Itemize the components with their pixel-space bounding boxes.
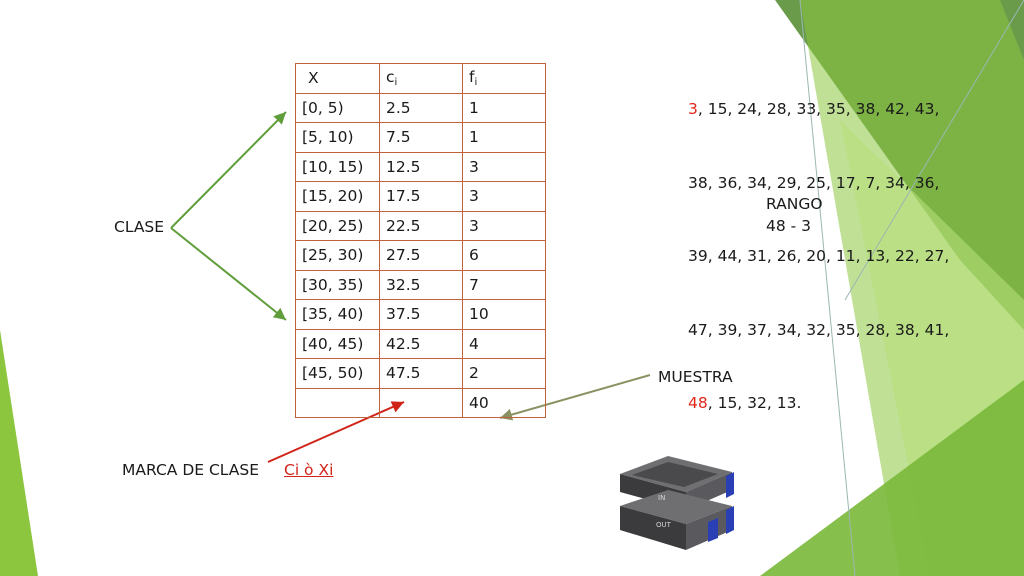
- cell-class-mark: 22.5: [379, 210, 463, 241]
- bg-line: [844, 0, 1024, 301]
- cell-frequency: 3: [462, 181, 546, 212]
- cell-interval: [20, 25): [295, 210, 380, 241]
- tray-in-label: IN: [658, 494, 665, 502]
- cell-interval: [15, 20): [295, 181, 380, 212]
- header-x-label: X: [308, 69, 319, 88]
- raw-data-line: 38, 36, 34, 29, 25, 17, 7, 34, 36,: [688, 173, 940, 192]
- cell-frequency: 1: [462, 122, 546, 153]
- muestra-label: MUESTRA: [658, 368, 733, 386]
- cell-interval: [10, 15): [295, 151, 380, 182]
- header-f: fi: [462, 63, 546, 94]
- raw-data-list: 3, 15, 24, 28, 33, 35, 38, 42, 43, 38, 3…: [688, 48, 949, 440]
- cell-frequency: 6: [462, 240, 546, 271]
- cell-class-mark: 42.5: [379, 328, 463, 359]
- tray-top-blue-edge: [726, 472, 734, 498]
- tray-bottom-rim: [620, 490, 732, 524]
- raw-data-min-value: 3: [688, 100, 698, 118]
- cell-frequency: 1: [462, 92, 546, 123]
- cell-interval: [40, 45): [295, 328, 380, 359]
- cell-frequency: 4: [462, 328, 546, 359]
- cell-class-mark: 27.5: [379, 240, 463, 271]
- header-f-subscript: i: [474, 77, 478, 89]
- header-c: ci: [379, 63, 463, 94]
- header-c-subscript: i: [394, 77, 398, 89]
- cell-interval: [5, 10): [295, 122, 380, 153]
- cell-total-frequency: 40: [462, 387, 546, 418]
- cell-class-mark: 7.5: [379, 122, 463, 153]
- cell-interval: [0, 5): [295, 92, 380, 123]
- raw-data-text: , 15, 24, 28, 33, 35, 38, 42, 43,: [697, 100, 940, 118]
- cell-frequency: 3: [462, 151, 546, 182]
- bg-line: [799, 0, 856, 576]
- bg-green-shape-left: [0, 330, 38, 576]
- cell-empty: [379, 387, 463, 418]
- cell-class-mark: 32.5: [379, 269, 463, 300]
- cell-empty: [295, 387, 380, 418]
- cell-class-mark: 12.5: [379, 151, 463, 182]
- raw-data-line: 3, 15, 24, 28, 33, 35, 38, 42, 43,: [688, 97, 949, 122]
- raw-data-line: 47, 39, 37, 34, 32, 35, 28, 38, 41,: [688, 320, 950, 339]
- cell-interval: [45, 50): [295, 358, 380, 389]
- cell-class-mark: 47.5: [379, 358, 463, 389]
- clase-arrow-up: [170, 111, 287, 229]
- marca-de-clase-value: Ci ò Xi: [284, 461, 334, 479]
- table-header-row: X ci fi: [295, 63, 546, 94]
- tray-out-label: OUT: [656, 521, 672, 529]
- header-x: X: [295, 63, 380, 94]
- cell-frequency: 7: [462, 269, 546, 300]
- rango-title: RANGO: [766, 195, 823, 213]
- header-f-label: f: [469, 68, 475, 87]
- in-out-tray-image: IN OUT: [620, 456, 734, 550]
- cell-interval: [30, 35): [295, 269, 380, 300]
- cell-frequency: 3: [462, 210, 546, 241]
- cell-frequency: 2: [462, 358, 546, 389]
- raw-data-text: , 15, 32, 13.: [707, 394, 802, 412]
- header-c-label: c: [386, 68, 395, 87]
- raw-data-line: 39, 44, 31, 26, 20, 11, 13, 22, 27,: [688, 247, 950, 265]
- tray-bottom-front: [620, 506, 686, 550]
- cell-class-mark: 2.5: [379, 92, 463, 123]
- cell-interval: [35, 40): [295, 299, 380, 330]
- table-total-row: 40: [295, 387, 546, 418]
- raw-data-max-value: 48: [688, 394, 708, 412]
- cell-interval: [25, 30): [295, 240, 380, 271]
- bg-green-shape-bottom: [760, 380, 1024, 576]
- tray-bottom-blue-edge: [726, 506, 734, 534]
- clase-label: CLASE: [114, 218, 165, 236]
- cell-frequency: 10: [462, 299, 546, 330]
- rango-value: 48 - 3: [766, 217, 812, 235]
- marca-de-clase-label: MARCA DE CLASE: [122, 461, 260, 479]
- cell-class-mark: 37.5: [379, 299, 463, 330]
- tray-top-inner: [632, 462, 718, 487]
- raw-data-line: 48, 15, 32, 13.: [688, 391, 949, 416]
- cell-class-mark: 17.5: [379, 181, 463, 212]
- tray-bottom-blue-edge: [708, 518, 718, 542]
- clase-arrow-down: [170, 227, 287, 321]
